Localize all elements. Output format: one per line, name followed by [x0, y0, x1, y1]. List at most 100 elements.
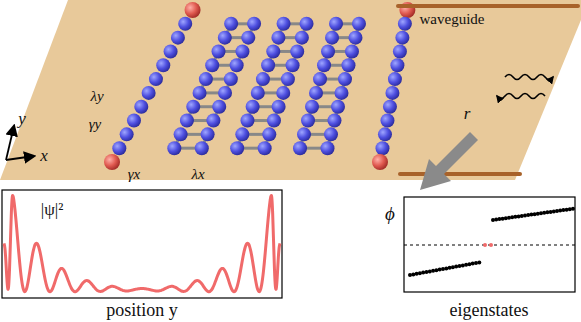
lattice-site [300, 17, 314, 31]
lattice-site [348, 31, 362, 45]
corner-site [185, 2, 201, 18]
lattice-site [230, 58, 244, 72]
lattice-site [266, 44, 280, 58]
reflection-label: r [464, 105, 471, 122]
axis-title: eigenstates [450, 301, 529, 319]
lattice-site [398, 17, 412, 31]
lattice-site [272, 100, 286, 114]
lattice-site [171, 31, 185, 45]
lattice-site [251, 86, 265, 100]
lattice-site [321, 44, 335, 58]
lattice-site [235, 44, 249, 58]
lattice-site [186, 100, 200, 114]
lattice-site [199, 72, 213, 86]
lattice-site [352, 17, 366, 31]
lattice-site [267, 114, 281, 128]
lattice-site [390, 58, 404, 72]
lattice-site [320, 141, 334, 155]
eigenvalue-dot [571, 207, 575, 211]
axis-label: x [40, 147, 48, 164]
lattice-site [293, 141, 307, 155]
lattice-site [164, 44, 178, 58]
lattice-site [375, 141, 389, 155]
lattice-site [286, 58, 300, 72]
lattice-site [258, 141, 272, 155]
lattice-site [261, 58, 275, 72]
lattice-site [149, 72, 163, 86]
coupling-label: γx [128, 167, 141, 182]
lattice-site [276, 86, 290, 100]
lattice-site [218, 86, 232, 100]
lattice-site [127, 114, 141, 128]
lattice-site [325, 31, 339, 45]
plot-frame [404, 197, 575, 292]
lattice-site [142, 86, 156, 100]
coupling-label: λx [191, 167, 204, 182]
pointer-arrow [420, 132, 478, 190]
lattice-site [338, 72, 352, 86]
lattice-site [180, 114, 194, 128]
lattice-site [297, 127, 311, 141]
lattice-site [212, 100, 226, 114]
lattice-site [341, 58, 355, 72]
lattice-site [218, 31, 232, 45]
x-axis-arrow [6, 156, 34, 160]
lattice-site [295, 31, 309, 45]
lattice-site [178, 17, 192, 31]
lattice-site [281, 72, 295, 86]
lattice-site [331, 100, 345, 114]
lattice-site [206, 114, 220, 128]
lattice-site [256, 72, 270, 86]
lattice-site [230, 141, 244, 155]
lattice-site [393, 44, 407, 58]
lattice-site [277, 17, 291, 31]
lattice-site [195, 141, 209, 155]
lattice-site [193, 86, 207, 100]
lattice-site [305, 100, 319, 114]
lattice-site [112, 141, 126, 155]
coupling-label: λy [90, 89, 103, 104]
plot-frame [2, 190, 282, 298]
wave-arrow [505, 75, 553, 80]
plot-label: |ψ|² [39, 200, 66, 219]
lattice-site [247, 17, 261, 31]
density-curve [4, 195, 280, 291]
waveguide-rail [400, 172, 520, 176]
lattice-site [385, 86, 399, 100]
lattice-site [212, 44, 226, 58]
coupling-label: γy [89, 117, 102, 132]
axis-label: y [18, 110, 26, 127]
lattice-site [395, 31, 409, 45]
lattice-site [262, 127, 276, 141]
lattice-site [224, 72, 238, 86]
lattice-site [329, 17, 343, 31]
lattice-site [290, 44, 304, 58]
axis-label: ϕ [385, 204, 395, 223]
lattice-site [327, 114, 341, 128]
lattice-site [271, 31, 285, 45]
wave-arrow [497, 94, 545, 99]
lattice-site [378, 127, 392, 141]
waveguide-rail [398, 4, 578, 8]
lattice-site [301, 114, 315, 128]
lattice-site [388, 72, 402, 86]
lattice-site [201, 127, 215, 141]
lattice-site [241, 31, 255, 45]
lattice-site [309, 86, 323, 100]
lattice-site [134, 100, 148, 114]
lattice-site [380, 114, 394, 128]
eigenvalue-dot [489, 243, 493, 247]
lattice-site [324, 127, 338, 141]
lattice-site [345, 44, 359, 58]
lattice-site [246, 100, 260, 114]
y-axis-arrow [6, 126, 14, 160]
lattice-site [240, 114, 254, 128]
eigenvalue-dot [477, 260, 481, 264]
lattice-site [174, 127, 188, 141]
lattice-site [334, 86, 348, 100]
lattice-site [317, 58, 331, 72]
axis-title: position y [106, 301, 178, 319]
lattice-site [156, 58, 170, 72]
